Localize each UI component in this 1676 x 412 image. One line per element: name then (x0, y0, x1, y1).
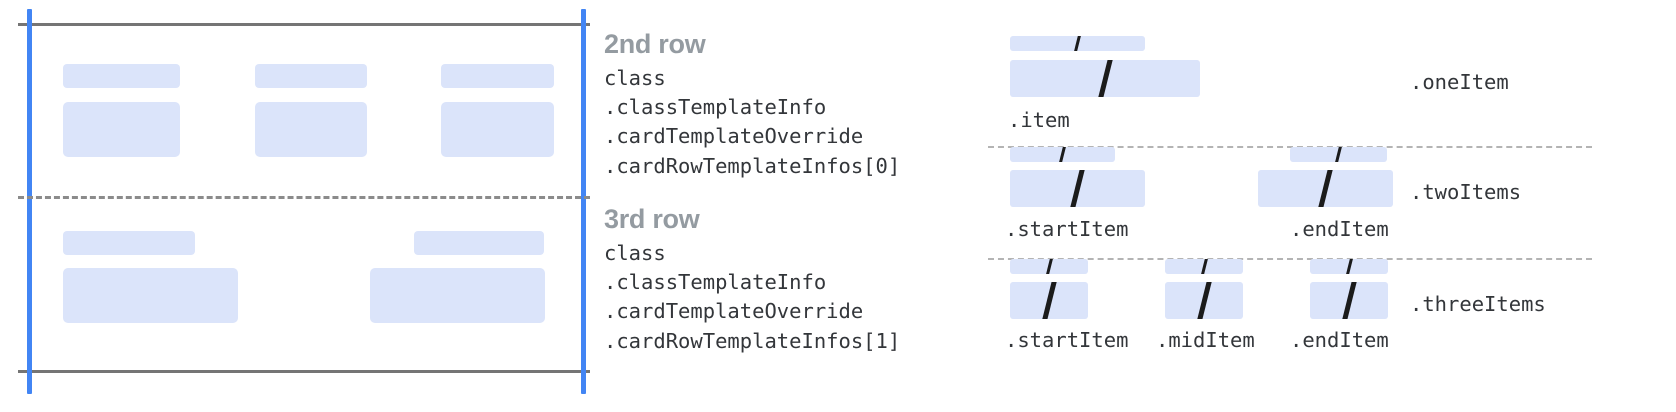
two-items-layout-item0-content-chip (1010, 170, 1145, 207)
item-layout-diagrams: .item .oneItem .startItem .endItem .twoItems… (960, 0, 1676, 412)
two-items-layout-item1-label-chip (1290, 147, 1387, 162)
second-row-annotation: 2nd row class .classTemplateInfo .cardTem… (604, 29, 901, 181)
placeholder-content-r0-c2 (441, 102, 554, 157)
placeholder-label-r0-c0 (63, 64, 180, 88)
three-items-layout-separator (988, 258, 1592, 260)
slash-icon (1097, 60, 1113, 97)
placeholder-content-r1-c0 (63, 268, 238, 323)
slash-icon (1317, 170, 1334, 207)
placeholder-label-r0-c1 (255, 64, 367, 88)
one-item-layout-group-label: .oneItem (1410, 70, 1509, 94)
card-bottom-border (18, 370, 590, 373)
slash-icon (1045, 259, 1053, 274)
three-items-layout-item0-caption: .startItem (1005, 328, 1129, 352)
two-items-layout-item0-caption: .startItem (1005, 217, 1129, 241)
two-items-layout-group-label: .twoItems (1410, 180, 1522, 204)
slash-icon (1196, 282, 1212, 319)
placeholder-content-r0-c1 (255, 102, 367, 157)
two-items-layout-item0-label-chip (1010, 147, 1115, 162)
slash-icon (1334, 147, 1343, 162)
annotation-title: 3rd row (604, 204, 700, 234)
third-row-annotation: 3rd row class .classTemplateInfo .cardTem… (604, 204, 901, 356)
placeholder-content-r0-c0 (63, 102, 180, 157)
three-items-layout-item2-caption: .endItem (1290, 328, 1389, 352)
card-right-guide (581, 9, 586, 394)
card-left-guide (27, 9, 32, 394)
slash-icon (1058, 147, 1067, 162)
three-items-layout-item2-label-chip (1310, 259, 1388, 274)
annotation-code-path: class .classTemplateInfo .cardTemplateOv… (604, 240, 901, 353)
two-items-layout-item1-caption: .endItem (1290, 217, 1389, 241)
three-items-layout-item0-label-chip (1010, 259, 1088, 274)
card-top-border (18, 23, 590, 26)
placeholder-content-r1-c1 (370, 268, 545, 323)
card-row-preview (0, 0, 600, 412)
three-items-layout-item1-content-chip (1165, 282, 1243, 319)
slash-icon (1345, 259, 1353, 274)
slash-icon (1073, 36, 1082, 51)
one-item-layout-item0-content-chip (1010, 60, 1200, 97)
slash-icon (1041, 282, 1057, 319)
placeholder-label-r1-c1 (414, 231, 544, 255)
placeholder-label-r0-c2 (441, 64, 554, 88)
placeholder-label-r1-c0 (63, 231, 195, 255)
slash-icon (1200, 259, 1208, 274)
three-items-layout-group-label: .threeItems (1410, 292, 1546, 316)
card-row-divider (18, 196, 590, 199)
one-item-layout-item0-caption: .item (1008, 108, 1070, 132)
two-items-layout-item1-content-chip (1258, 170, 1393, 207)
slash-icon (1069, 170, 1086, 207)
three-items-layout-item1-label-chip (1165, 259, 1243, 274)
three-items-layout-item0-content-chip (1010, 282, 1088, 319)
slash-icon (1341, 282, 1357, 319)
three-items-layout-item1-caption: .midItem (1156, 328, 1255, 352)
one-item-layout-item0-label-chip (1010, 36, 1145, 51)
annotation-title: 2nd row (604, 29, 706, 59)
annotation-code-path: class .classTemplateInfo .cardTemplateOv… (604, 65, 901, 178)
three-items-layout-item2-content-chip (1310, 282, 1388, 319)
